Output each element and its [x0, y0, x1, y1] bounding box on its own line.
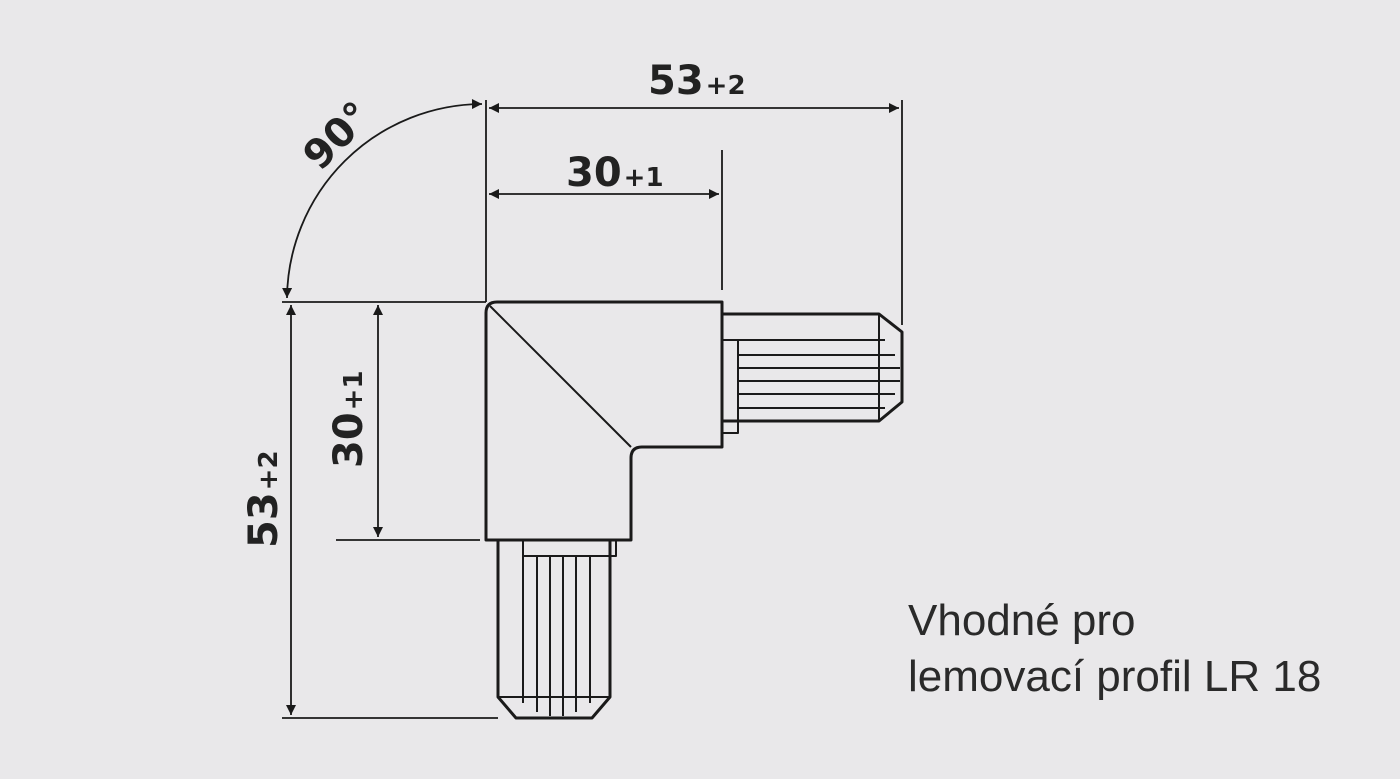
angle-value: 90°	[295, 93, 381, 179]
dimension-lines	[282, 99, 903, 719]
note-line-2: lemovací profil LR 18	[908, 652, 1322, 701]
right-spigot-collar	[721, 339, 739, 434]
dim-tolerance: +1	[339, 370, 369, 410]
corner-body	[484, 300, 724, 542]
bottom-spigot-collar	[522, 539, 617, 557]
mitre-line	[489, 305, 632, 448]
svg-text:53+2: 53+2	[648, 58, 746, 104]
dim-tolerance: +2	[254, 450, 284, 490]
dim-value: 53	[241, 492, 287, 548]
dim-value: 30	[326, 412, 372, 468]
dim-label-angle: 90°	[295, 93, 381, 179]
right-spigot-outline	[722, 312, 904, 423]
dim-value: 53	[648, 58, 704, 104]
dim-label-left-overall: 53+2	[241, 450, 287, 548]
svg-text:53+2: 53+2	[241, 450, 287, 548]
svg-text:30+1: 30+1	[566, 150, 664, 196]
dim-value: 30	[566, 150, 622, 196]
dim-tolerance: +1	[624, 163, 664, 193]
note-line-1: Vhodné pro	[908, 596, 1136, 645]
bottom-spigot-outline	[496, 540, 612, 720]
bottom-spigot	[496, 539, 617, 720]
dim-label-top-inner: 30+1	[566, 150, 664, 196]
connector-part	[484, 300, 724, 542]
svg-text:30+1: 30+1	[326, 370, 372, 468]
angle-arc	[282, 99, 483, 299]
right-spigot	[721, 312, 904, 434]
dim-tolerance: +2	[706, 71, 746, 101]
compatibility-note: Vhodné pro lemovací profil LR 18	[908, 593, 1321, 705]
dim-label-left-inner: 30+1	[326, 370, 372, 468]
dim-label-top-overall: 53+2	[648, 58, 746, 104]
